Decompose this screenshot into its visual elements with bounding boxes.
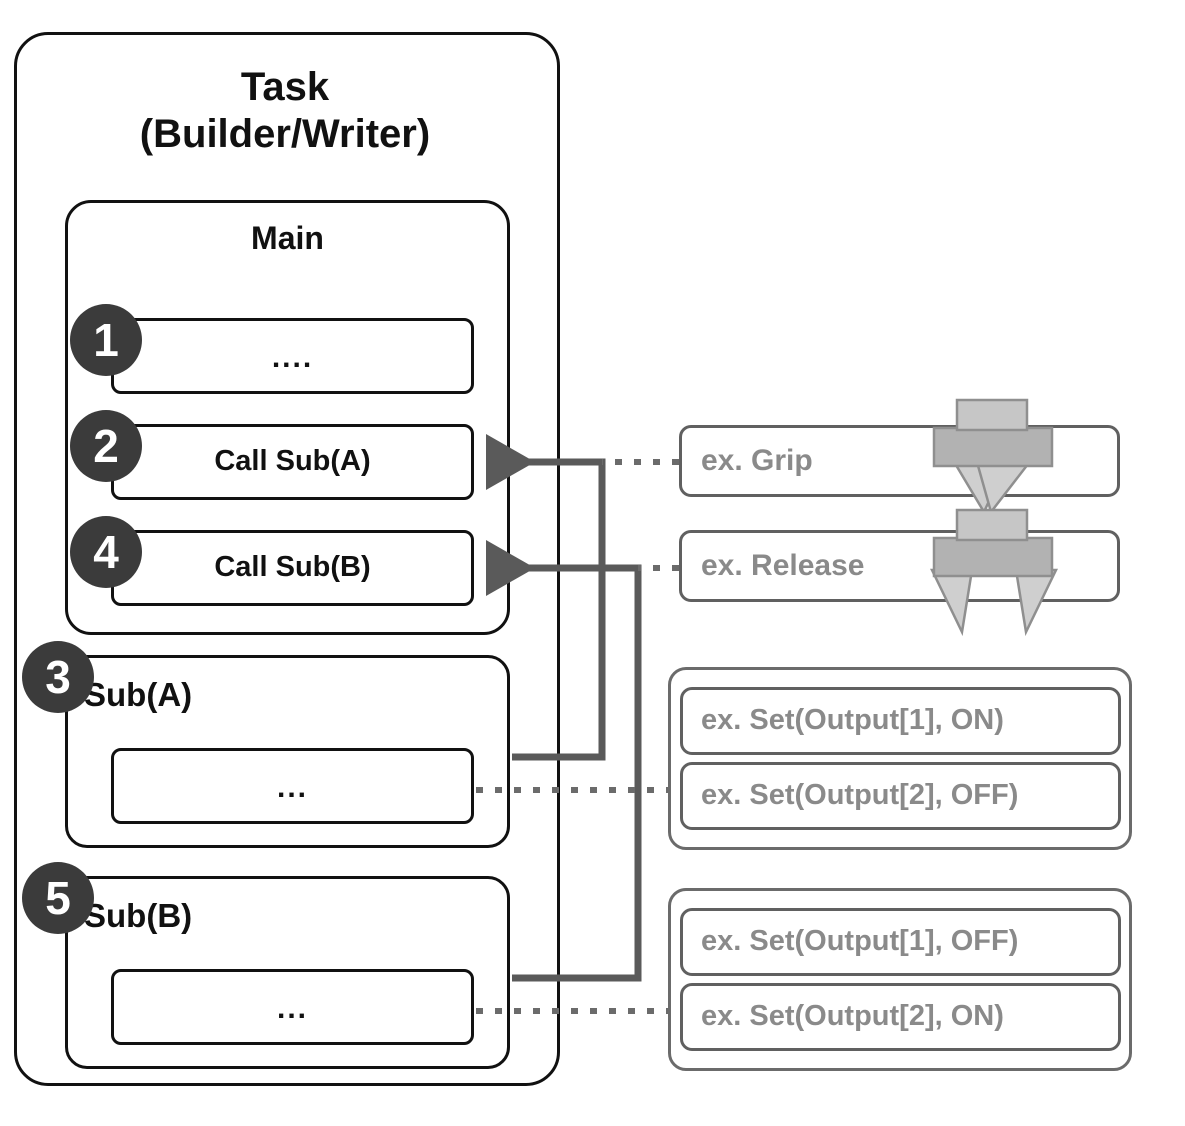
example-grip-label: ex. Grip — [701, 444, 813, 477]
sub-b-title: Sub(B) — [84, 897, 193, 934]
main-row-1-label: .... — [271, 341, 314, 374]
main-title: Main — [251, 220, 324, 256]
example-group-a-row-2-box[interactable] — [680, 762, 1121, 830]
sub-a-body-label: ... — [276, 771, 308, 804]
example-group-b-row-2-box[interactable] — [680, 983, 1121, 1051]
call-sub-a-label: Call Sub(A) — [214, 445, 371, 477]
example-group-a-row-1-box[interactable] — [680, 687, 1121, 755]
sub-b-body-box[interactable] — [111, 969, 474, 1045]
step-badge-2: 2 — [70, 410, 142, 482]
task-title: Task (Builder/Writer) — [139, 65, 431, 157]
example-group-b-container — [668, 888, 1132, 1071]
example-group-a-row-1-label: ex. Set(Output[1], ON) — [701, 704, 1004, 736]
step-badge-1: 1 — [70, 304, 142, 376]
example-group-b-row-1-label: ex. Set(Output[1], OFF) — [701, 925, 1019, 957]
example-group-b-row-1-box[interactable] — [680, 908, 1121, 976]
sub-b-body-label: ... — [276, 992, 308, 1025]
example-release-label: ex. Release — [701, 549, 865, 582]
step-badge-4: 4 — [70, 516, 142, 588]
step-badge-5: 5 — [22, 862, 94, 934]
example-group-b-row-2-label: ex. Set(Output[2], ON) — [701, 1000, 1004, 1032]
sub-a-title: Sub(A) — [84, 676, 193, 713]
call-sub-b-label: Call Sub(B) — [214, 551, 371, 583]
example-group-a-row-2-label: ex. Set(Output[2], OFF) — [701, 779, 1019, 811]
step-badge-3: 3 — [22, 641, 94, 713]
main-row-3-box[interactable] — [111, 530, 474, 606]
example-group-a-container — [668, 667, 1132, 850]
main-row-2-box[interactable] — [111, 424, 474, 500]
main-row-1-box[interactable] — [111, 318, 474, 394]
sub-a-body-box[interactable] — [111, 748, 474, 824]
